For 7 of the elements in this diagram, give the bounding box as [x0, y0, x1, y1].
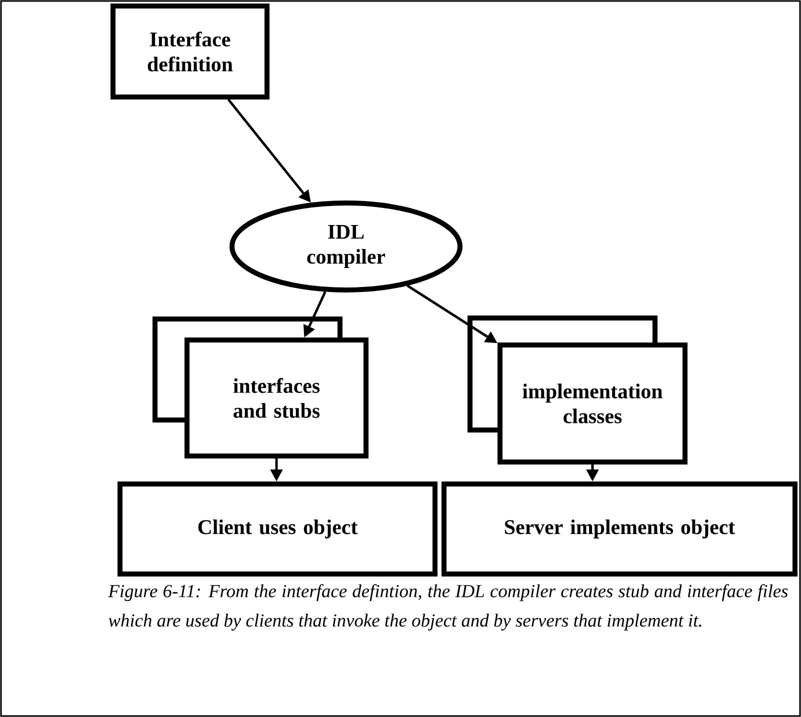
- process-box: Server implements object: [442, 482, 798, 576]
- ellipse-node: IDL compiler: [230, 200, 462, 292]
- stacked-box: implementation classes: [468, 316, 688, 464]
- figure-caption: Figure 6-11: From the interface defintion, the IDL compiler creates stub and interface files which are used by clients that invoke the object and by servers that implement it.: [108, 584, 788, 631]
- process-box: Interface definition: [110, 4, 270, 100]
- stacked-box: interfaces and stubs: [152, 316, 368, 458]
- process-box: Client uses object: [118, 482, 438, 576]
